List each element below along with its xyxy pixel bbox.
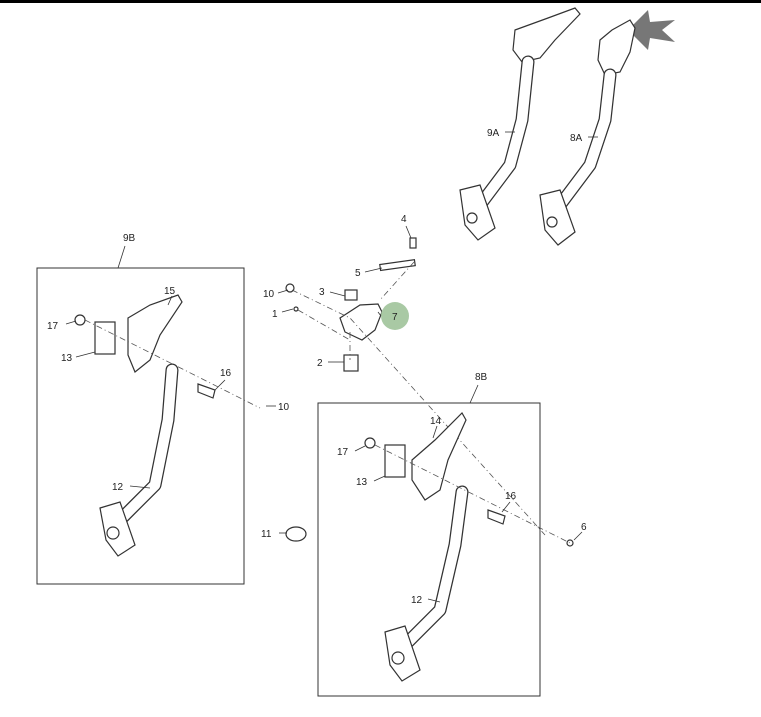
pedal-8A[interactable] <box>539 19 636 246</box>
detail-box-9B <box>36 267 245 585</box>
callout-15[interactable]: 15 <box>164 286 176 297</box>
callout-8A[interactable]: 8A <box>570 133 583 144</box>
callout-6[interactable]: 6 <box>581 522 587 533</box>
pedal-9B[interactable] <box>74 294 216 557</box>
callout-13[interactable]: 13 <box>356 477 368 488</box>
callout-4[interactable]: 4 <box>401 214 407 225</box>
callout-10[interactable]: 10 <box>263 289 275 300</box>
callout-11[interactable]: 11 <box>261 529 272 540</box>
detail-box-8B <box>317 402 541 697</box>
highlight-callout-7[interactable] <box>381 302 409 330</box>
top-border <box>0 0 761 3</box>
callout-1[interactable]: 1 <box>272 309 278 320</box>
callout-3[interactable]: 3 <box>319 287 325 298</box>
callout-14[interactable]: 14 <box>430 416 442 427</box>
callout-5[interactable]: 5 <box>355 268 361 279</box>
callout-17[interactable]: 17 <box>337 447 349 458</box>
callout-16[interactable]: 16 <box>505 491 517 502</box>
callout-10[interactable]: 10 <box>278 402 290 413</box>
callout-16[interactable]: 16 <box>220 368 232 379</box>
callout-9B[interactable]: 9B <box>123 233 136 244</box>
callout-7[interactable]: 7 <box>392 312 398 323</box>
pedal-8B[interactable] <box>364 412 574 682</box>
callout-8B[interactable]: 8B <box>475 372 488 383</box>
callout-12[interactable]: 12 <box>411 595 423 606</box>
bracket-assembly[interactable] <box>285 237 417 372</box>
callout-12[interactable]: 12 <box>112 482 124 493</box>
nav-arrow-icon[interactable] <box>628 10 675 50</box>
callout-2[interactable]: 2 <box>317 358 323 369</box>
pedal-9A[interactable] <box>459 7 581 241</box>
callout-17[interactable]: 17 <box>47 321 59 332</box>
callout-13[interactable]: 13 <box>61 353 73 364</box>
callout-9A[interactable]: 9A <box>487 128 500 139</box>
